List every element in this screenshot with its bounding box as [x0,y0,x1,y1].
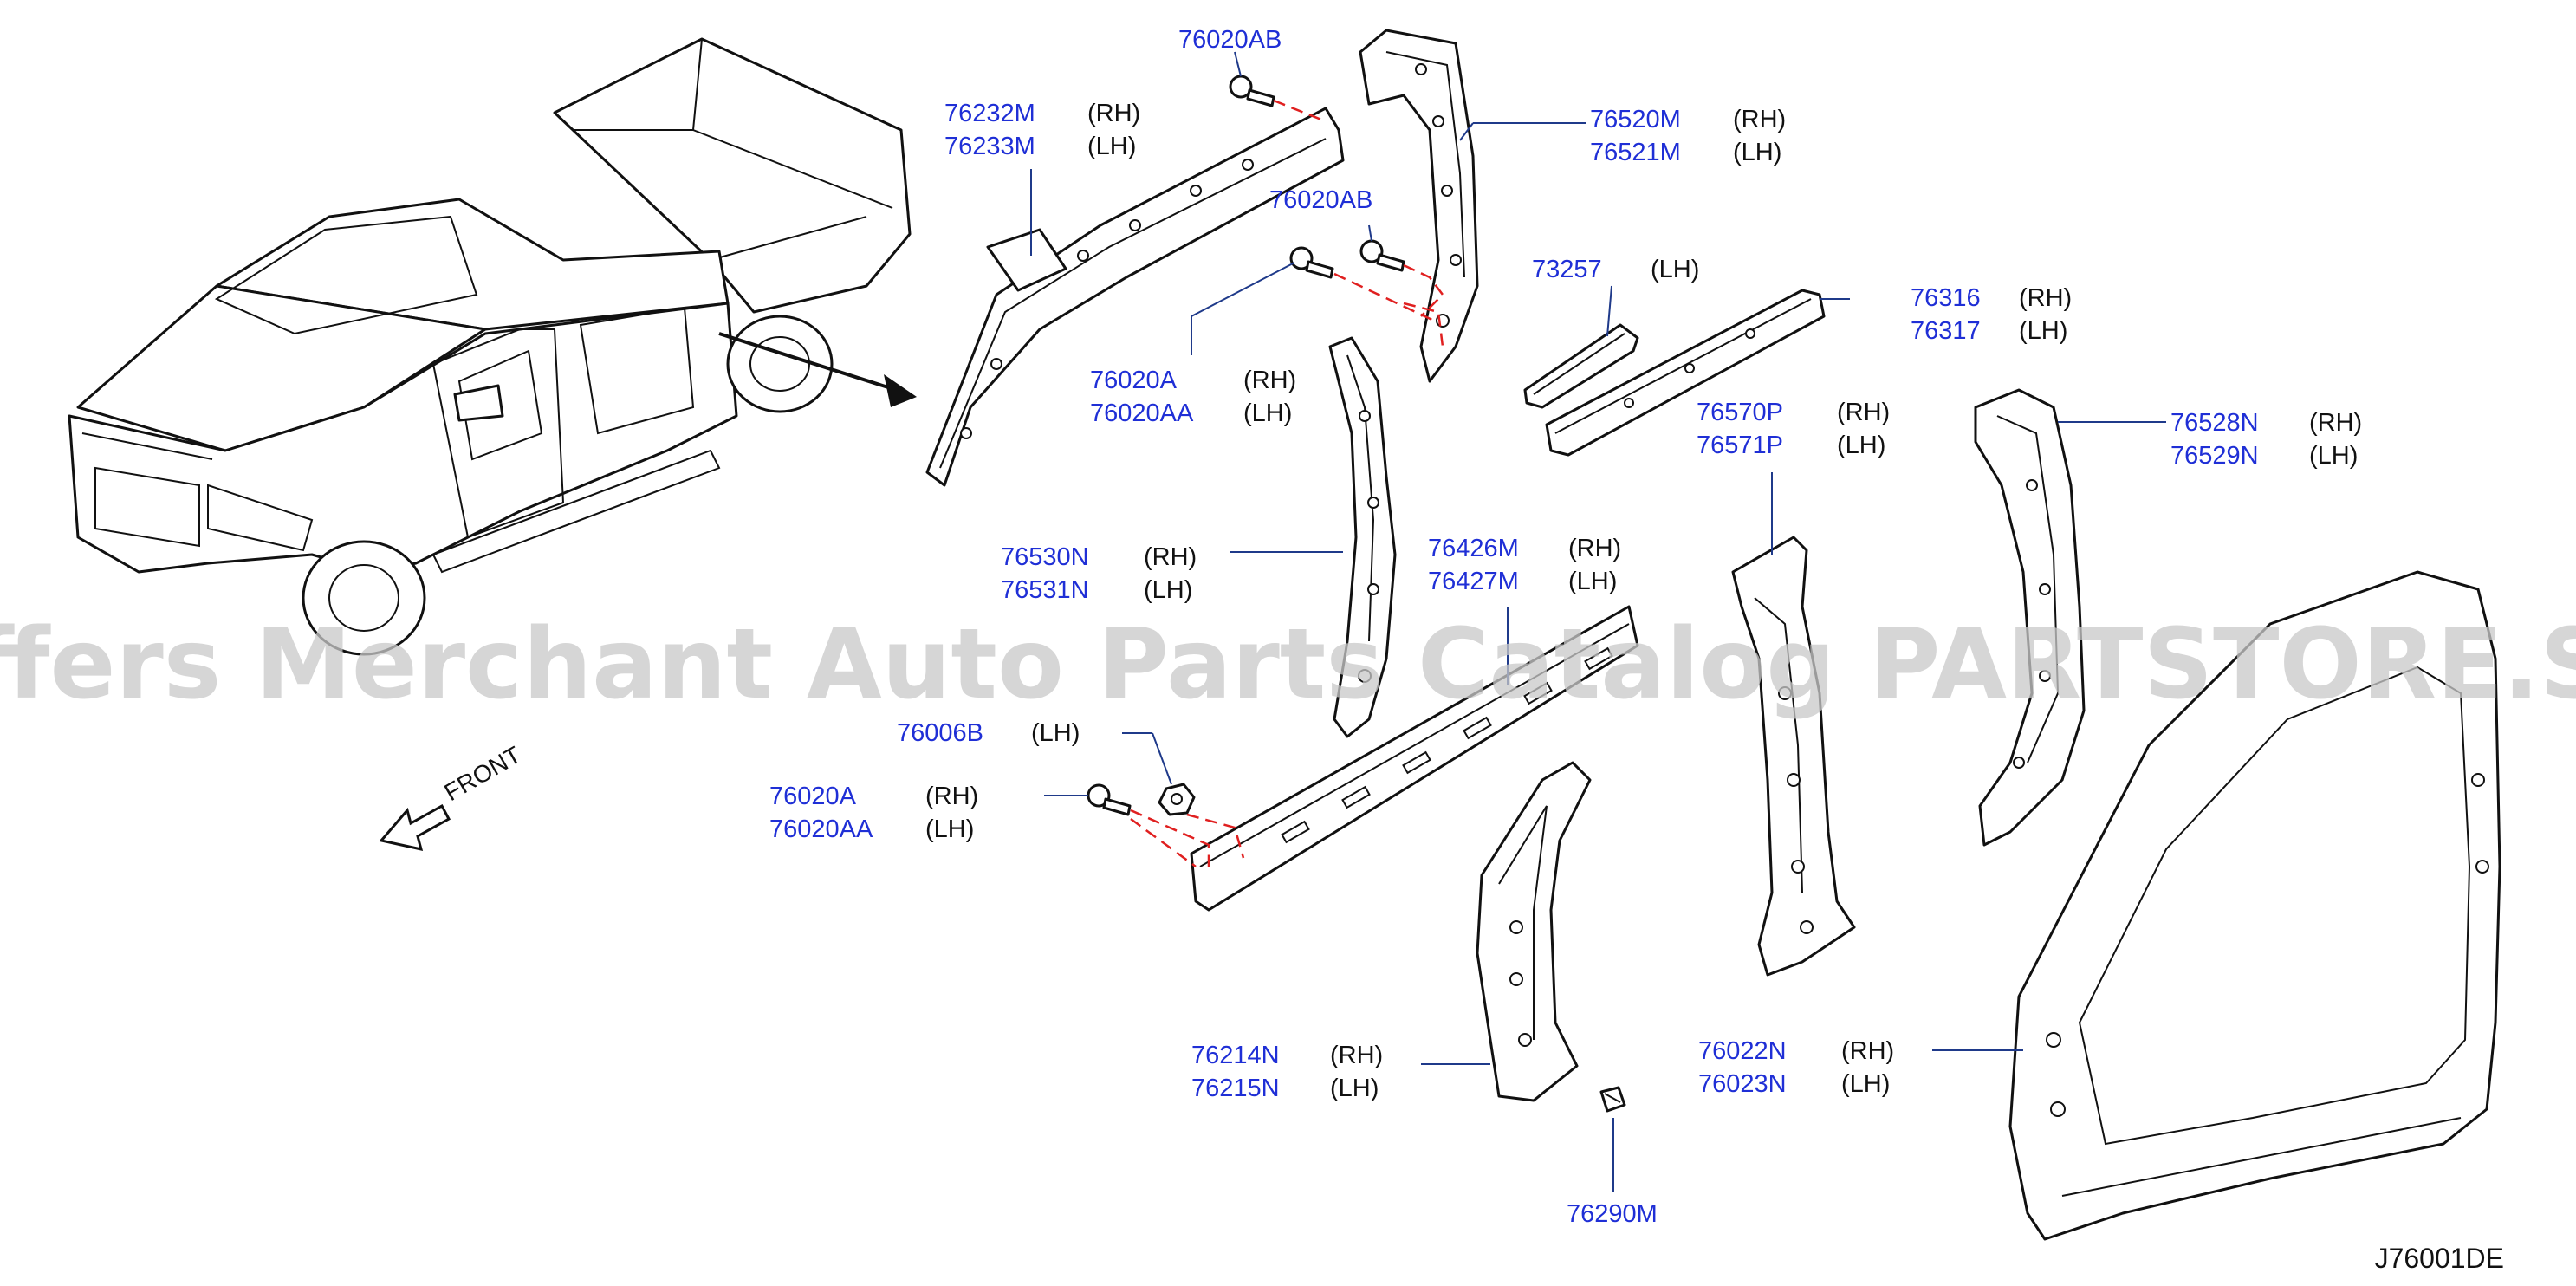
callout-76022N: 76022N (RH) 76023N (LH) [1698,1037,1894,1098]
watermark: Offers Merchant Auto Parts Catalog PARTS… [0,608,2576,721]
part-76214N-lower-pillar [1476,761,1592,1102]
part-number: 76571P [1697,432,1783,459]
clip-76290M [1599,1086,1626,1113]
part-number: 76022N [1698,1037,1787,1065]
part-number: 76530N [1001,543,1089,571]
callout-76570P: 76570P (RH) 76571P (LH) [1697,399,1890,459]
side-label: (LH) [1733,139,1781,166]
side-label: (LH) [1837,432,1885,459]
side-label: (LH) [925,815,974,843]
side-label: (LH) [2309,442,2358,470]
side-label: (LH) [2019,317,2067,345]
part-number: 76521M [1590,139,1681,166]
callout-76006B: 76006B (LH) [897,719,1080,747]
side-label: (RH) [1841,1037,1894,1065]
diagram-code: J76001DE [2375,1243,2504,1274]
part-number: 76426M [1428,535,1519,562]
bolt-76020A-lower [1087,783,1132,816]
front-direction-indicator: FRONT [379,741,526,851]
side-label: (RH) [1243,367,1296,394]
side-label: (LH) [1031,719,1080,747]
side-label: (RH) [1568,535,1621,562]
part-number: 76215N [1191,1075,1280,1102]
part-number: 76427M [1428,568,1519,595]
part-number: 76529N [2170,442,2259,470]
part-number: 76528N [2170,409,2259,437]
part-number: 76214N [1191,1042,1280,1069]
side-label: (RH) [925,783,978,810]
front-label: FRONT [440,741,526,806]
part-number: 76020AB [1178,26,1282,54]
part-number: 76317 [1911,317,1981,345]
part-number: 76006B [897,719,983,747]
callout-76426M: 76426M (RH) 76427M (LH) [1428,535,1621,595]
part-number: 76233M [944,133,1035,160]
truck-illustration [68,37,912,656]
part-number: 76316 [1911,284,1981,312]
part-number: 76023N [1698,1070,1787,1098]
part-76520M-pillar [1359,29,1479,383]
side-label: (LH) [1144,576,1192,604]
part-number: 76020AA [1090,399,1194,427]
nut-76006B [1158,783,1196,816]
callout-76316: 76316 (RH) 76317 (LH) [1911,284,2072,345]
callout-76530N: 76530N (RH) 76531N (LH) [1001,543,1197,604]
part-76316-rail [1545,289,1826,457]
part-76232M-roof-rail [925,107,1345,487]
callout-76020AB-mid: 76020AB [1269,186,1372,214]
leader-lines [1030,51,2166,1192]
bolt-76020AB-top [1229,75,1275,107]
part-number: 76020AA [769,815,873,843]
part-number: 76290M [1567,1200,1658,1228]
side-label: (LH) [1841,1070,1890,1098]
part-number: 76020AB [1269,186,1372,214]
side-label: (LH) [1651,256,1699,283]
side-label: (LH) [1330,1075,1379,1102]
part-76426M-sill [1190,605,1639,912]
side-label: (RH) [2019,284,2072,312]
part-number: 76232M [944,100,1035,127]
part-number: 73257 [1532,256,1602,283]
part-number: 76520M [1590,106,1681,133]
callout-76214N: 76214N (RH) 76215N (LH) [1191,1042,1383,1102]
part-76570P-center-pillar [1731,536,1856,977]
callout-76520M: 76520M (RH) 76521M (LH) [1590,106,1786,166]
side-label: (RH) [1330,1042,1383,1069]
part-number: 76020A [769,783,857,810]
side-label: (RH) [1144,543,1197,571]
side-label: (LH) [1087,133,1136,160]
part-76530N-pillar [1328,336,1397,738]
part-number: 76531N [1001,576,1089,604]
part-number: 76020A [1090,367,1178,394]
side-label: (RH) [1837,399,1890,426]
callout-76290M: 76290M [1567,1200,1658,1228]
side-label: (RH) [1087,100,1140,127]
callout-76528N: 76528N (RH) 76529N (LH) [2170,409,2362,470]
part-76528N-rear-pillar [1974,388,2086,847]
callout-76020AB-top: 76020AB [1178,26,1282,54]
part-76022N-body-side-outer [2008,570,2501,1241]
callout-76020A-lower: 76020A (RH) 76020AA (LH) [769,783,978,843]
bolt-76020AB-mid [1359,239,1405,272]
callout-73257: 73257 (LH) [1532,256,1699,283]
callout-76020A-upper: 76020A (RH) 76020AA (LH) [1090,367,1296,427]
side-label: (LH) [1568,568,1617,595]
view-arrow [718,332,911,396]
part-number: 76570P [1697,399,1783,426]
callout-76232M: 76232M (RH) 76233M (LH) [944,100,1140,160]
side-label: (RH) [1733,106,1786,133]
bolt-76020A-upper [1289,246,1334,279]
side-label: (LH) [1243,399,1292,427]
side-label: (RH) [2309,409,2362,437]
part-73257-bracket [1523,323,1639,409]
